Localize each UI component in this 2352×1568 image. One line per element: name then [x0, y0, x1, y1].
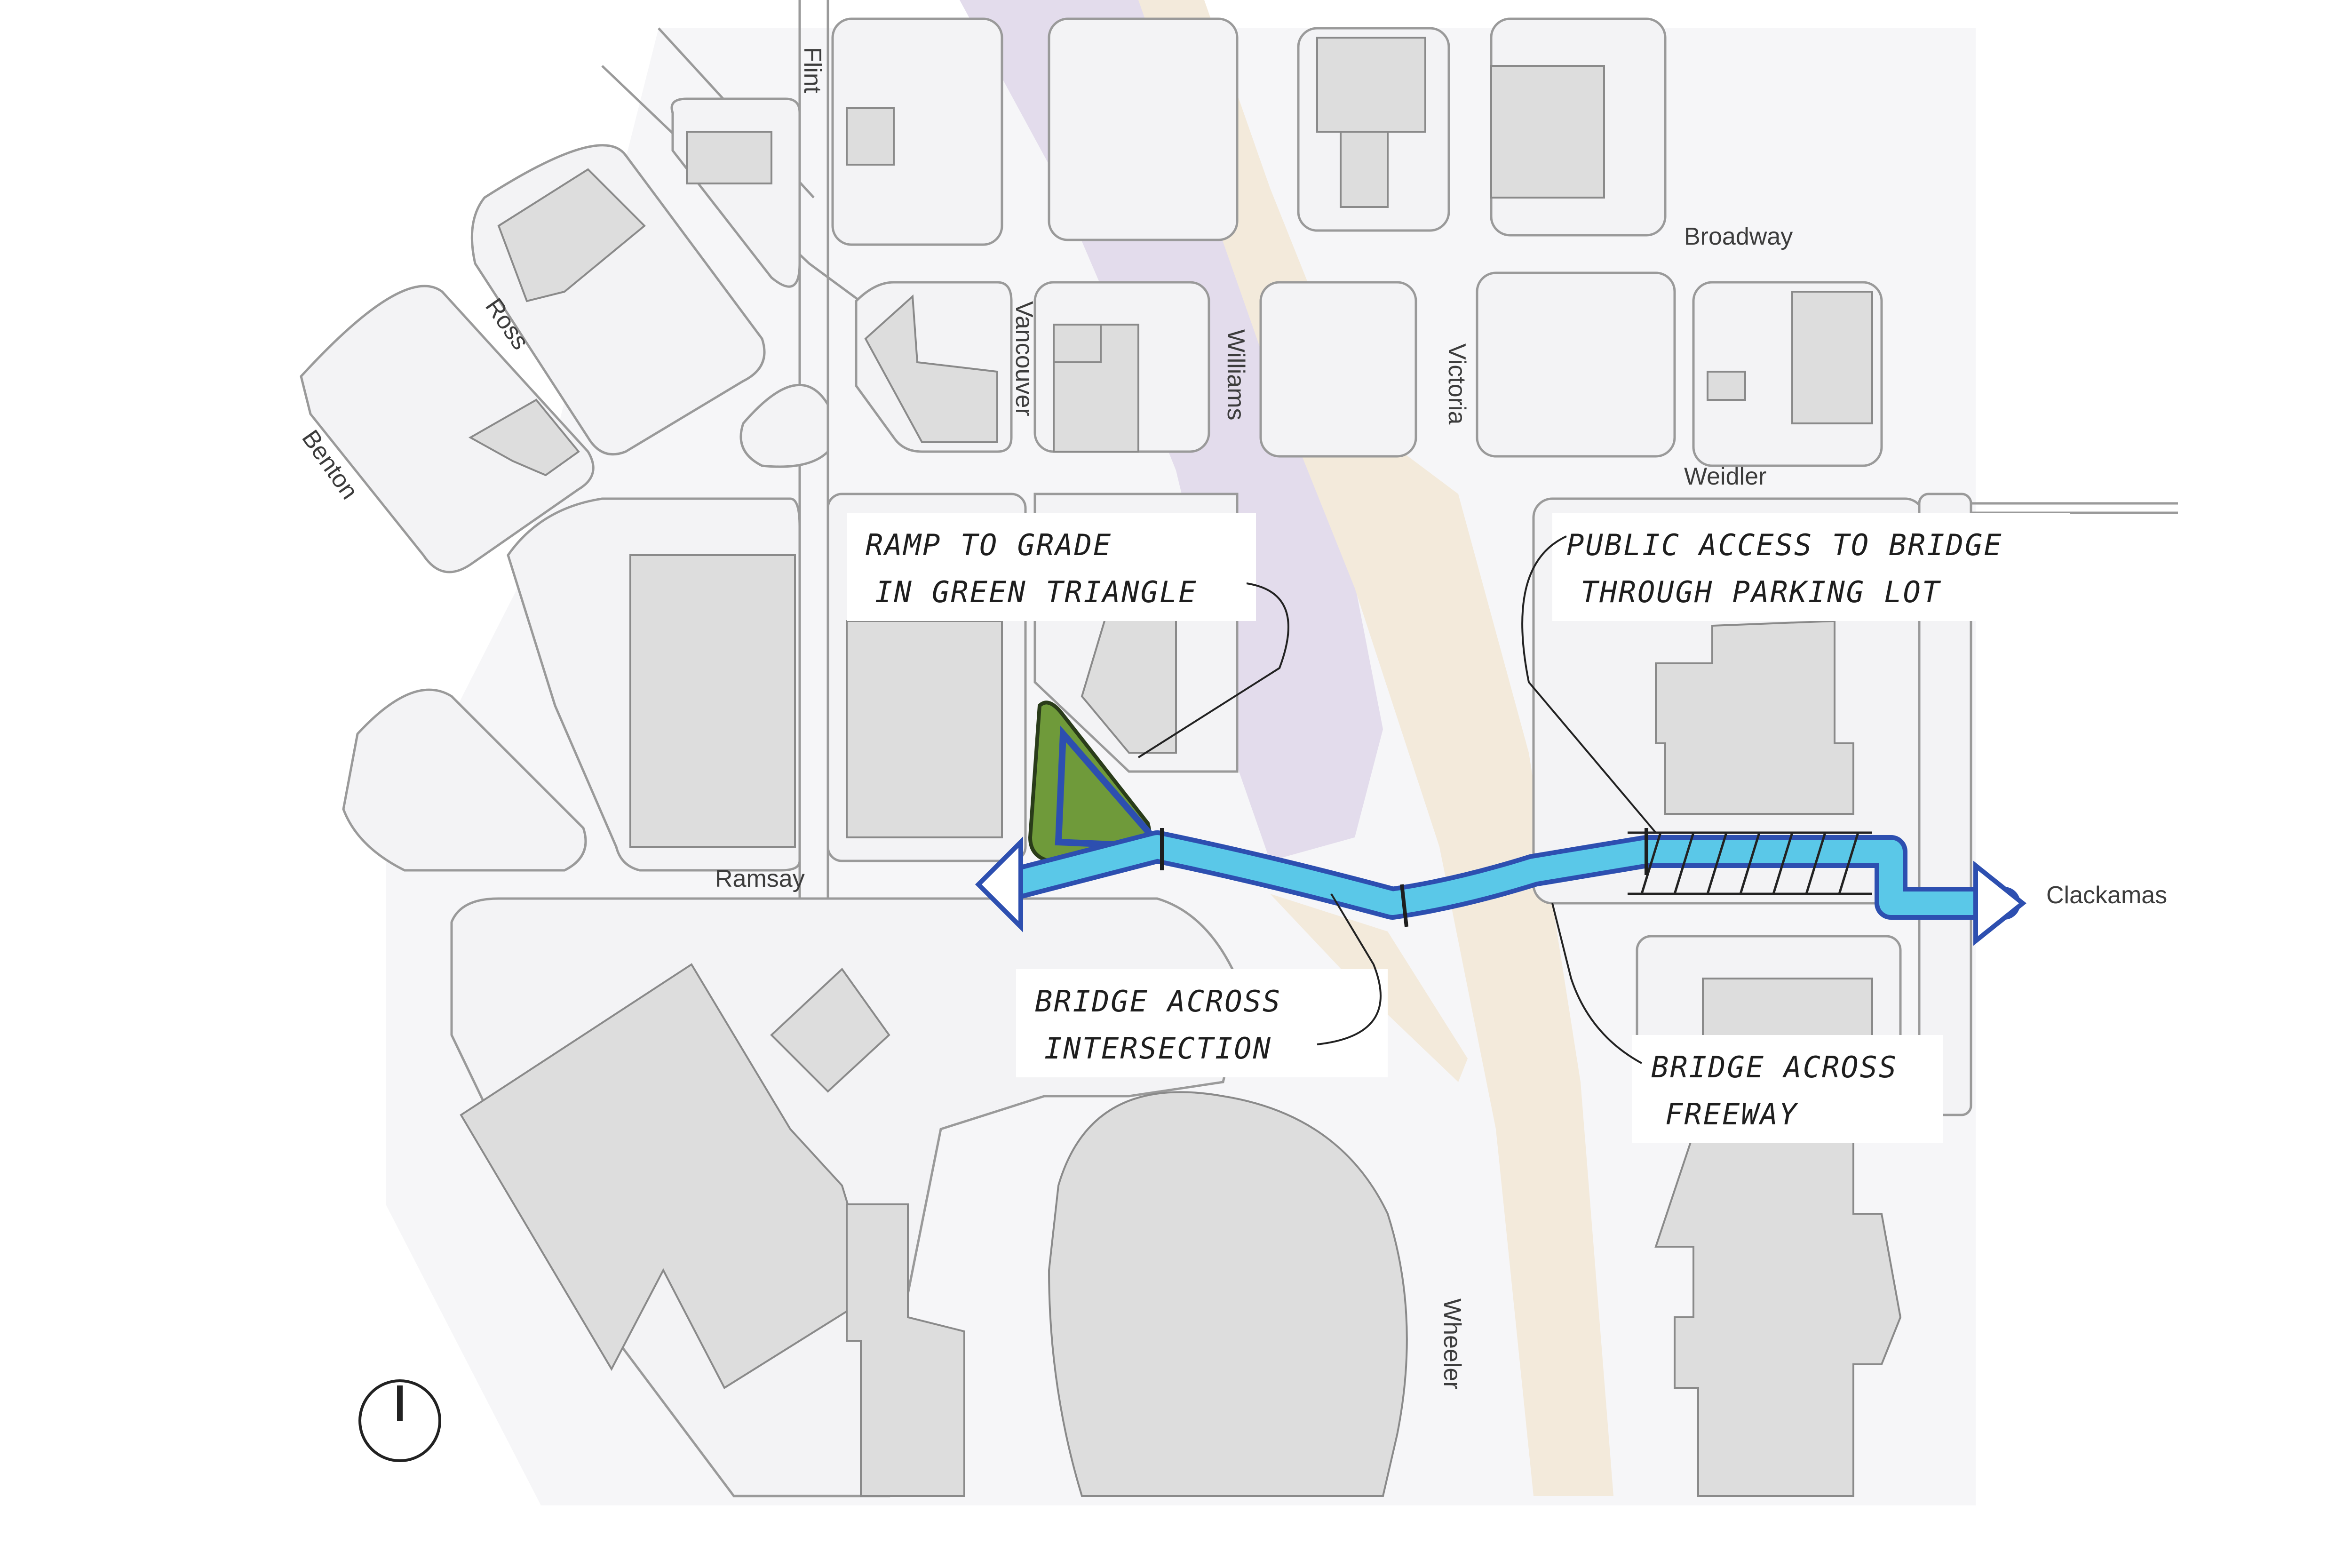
west-arrow	[975, 836, 1023, 933]
annotation-freeway-line1: BRIDGE ACROSS	[1651, 1050, 1898, 1084]
building	[846, 1203, 965, 1497]
block	[1048, 17, 1239, 241]
building	[1340, 131, 1389, 208]
annotation-public-line1: PUBLIC ACCESS TO BRIDGE	[1566, 528, 2003, 562]
building	[686, 131, 772, 184]
block	[739, 383, 829, 468]
building	[629, 554, 796, 848]
block	[831, 17, 1003, 246]
leader-intersection	[1317, 893, 1382, 1045]
leader-public	[1521, 535, 1657, 834]
freeway-corridor	[1138, 0, 1613, 1496]
block	[1476, 271, 1676, 458]
street-label-wheeler: Wheeler	[1438, 1298, 1466, 1390]
east-arrow	[1973, 860, 2027, 946]
street-label-williams: Williams	[1222, 329, 1249, 421]
annotation-intersection-line2: INTERSECTION	[1044, 1031, 1272, 1066]
annotation-intersection-line1: BRIDGE ACROSS	[1035, 984, 1281, 1019]
street-label-flint: Flint	[799, 47, 826, 94]
building	[1490, 65, 1605, 199]
building	[864, 294, 998, 443]
block	[300, 285, 595, 573]
block	[1259, 281, 1417, 458]
bridge-ticks	[1160, 828, 1648, 927]
building	[1791, 291, 1873, 424]
building	[1316, 37, 1426, 133]
street-label-victoria: Victoria	[1443, 343, 1470, 425]
annotation-ramp-line1: RAMP TO GRADE	[866, 528, 1112, 562]
building	[846, 620, 1003, 838]
annotation-ramp-line2: IN GREEN TRIANGLE	[875, 575, 1198, 609]
parking-hatch	[1628, 831, 1872, 895]
leader-ramp	[1137, 582, 1289, 758]
annotation-public-line2: THROUGH PARKING LOT	[1581, 575, 1941, 609]
block	[1918, 493, 1972, 1116]
leader-freeway	[1551, 903, 1642, 1064]
building	[770, 967, 890, 1093]
block	[342, 688, 587, 872]
street-label-vancouver: Vancouver	[1010, 301, 1038, 416]
building	[1707, 371, 1746, 401]
building	[1048, 1091, 1408, 1497]
bridge-path-fill	[1000, 835, 2016, 915]
building	[1053, 324, 1102, 363]
street-label-ramsay: Ramsay	[715, 865, 805, 892]
annotation-freeway-line2: FREEWAY	[1665, 1097, 1798, 1131]
north-arrow-icon	[358, 1379, 441, 1462]
street-label-clackamas: Clackamas	[2046, 882, 2167, 909]
building	[846, 107, 895, 166]
building	[1655, 620, 1854, 815]
building	[468, 398, 580, 477]
building	[1654, 1133, 1902, 1497]
building	[497, 168, 646, 302]
street-label-broadway: Broadway	[1684, 223, 1793, 250]
street-label-weidler: Weidler	[1684, 463, 1766, 490]
